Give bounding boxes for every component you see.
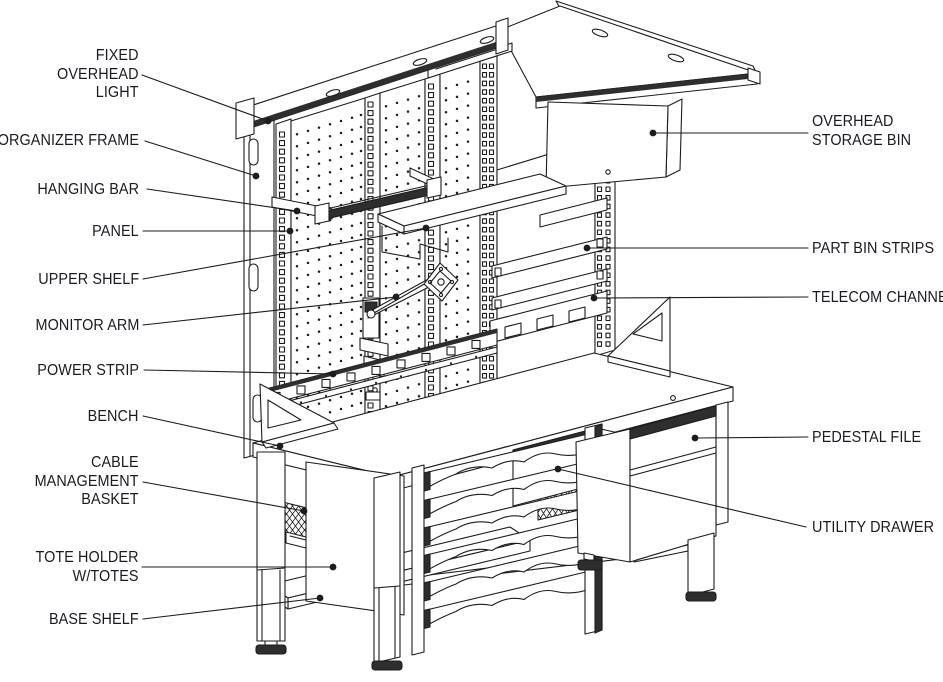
- gusset-right: [608, 297, 670, 377]
- upper-shelf: [378, 174, 566, 259]
- gusset-left: [260, 384, 338, 448]
- hanging-bar: [272, 168, 441, 224]
- leg-back-left: [256, 452, 286, 654]
- part-bin-strips: [492, 198, 607, 310]
- overhead-frame: [500, 1, 760, 108]
- pedestal-file: [576, 406, 716, 601]
- callout-leaders: [142, 75, 808, 619]
- fixed-overhead-light: [236, 18, 512, 139]
- overhead-storage-bin: [546, 99, 682, 188]
- leg-front-left: [372, 472, 402, 670]
- power-strip: [262, 329, 497, 414]
